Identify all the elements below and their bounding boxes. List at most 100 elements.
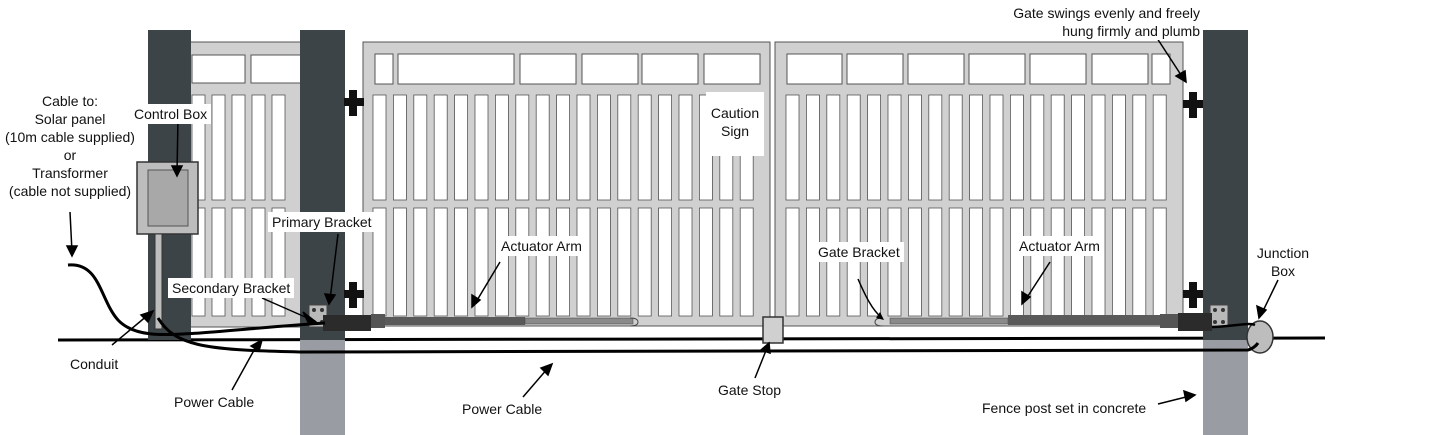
gate-slat [556,207,570,317]
gate-slat [1152,94,1167,201]
gate-slat [1050,94,1065,201]
actuator-arm-right-label: Actuator Arm [1015,236,1104,256]
gate-bracket-label: Gate Bracket [814,242,904,262]
right-gate-leaf [774,41,1184,327]
cable-to-line2: Solar panel [34,111,106,127]
gate-slat [637,207,652,317]
gate-slat [494,94,509,201]
junction-box-line1: Junction [1256,245,1310,261]
gate-top-panel [703,53,761,85]
gate-slat [576,94,591,201]
ground-line [57,336,1326,342]
gate-slat [535,94,550,201]
gate-slat [556,94,570,201]
gate-swings-line1: Gate swings evenly and freely [1013,5,1200,21]
gate-slat [867,207,881,317]
gate-top-panel [846,53,904,85]
actuator-arm-right [874,313,1212,331]
gate-slat [597,207,611,317]
gate-slat [617,207,632,317]
hinge-left-top [344,90,364,116]
gate-slat [908,94,922,201]
gate-slat [785,207,800,317]
gate-slat [969,94,983,201]
gate-top-panel [1151,53,1171,85]
gate-slat [658,94,672,201]
gate-slat [617,94,632,201]
hinge-right-top [1183,92,1203,118]
actuator-arm-left [323,314,639,331]
gate-swings-line2: hung firmly and plumb [1062,23,1200,39]
conduit-cable [156,317,1260,354]
junction-box [1246,320,1274,354]
cable-to-label: Cable to: Solar panel (10m cable supplie… [0,92,140,200]
gate-slat [948,94,963,201]
gate-top-panel [641,53,699,85]
gate-top-panel [1029,53,1087,85]
gate-post-right [1203,30,1248,435]
gate-slat [392,94,407,201]
secondary-bracket-right [1209,304,1229,328]
gate-stop [762,316,784,344]
gate-bracket-pointer-head [876,312,884,320]
gate-slat [806,207,820,317]
gate-slat [454,94,469,201]
gate-slat [989,94,1004,201]
gate-slat [989,207,1004,317]
gate-slat [231,207,246,317]
caution-sign-line1: Caution [710,105,760,121]
gate-slat [719,207,734,317]
gate-slat [1112,94,1126,201]
gate-top-panel [1091,53,1149,85]
gate-slat [535,207,550,317]
gate-slat [826,207,841,317]
gate-top-panel [786,53,843,85]
cable-to-line5: Transformer [32,165,108,181]
power-cable-right [1211,322,1256,329]
gate-slat [887,207,902,317]
gate-slat [867,94,881,201]
actuator-arm-left-label: Actuator Arm [497,236,586,256]
gate-slat [271,94,286,201]
gate-slat [413,207,428,317]
control-box-label: Control Box [130,104,212,124]
gate-slat [474,94,489,201]
gate-slat [433,207,448,317]
gate-slat [1010,94,1024,201]
gate-top-panel [519,53,577,85]
gate-slat [1050,207,1065,317]
gate-slat [1071,207,1085,317]
gate-slat [887,94,902,201]
gate-slat [372,94,387,201]
gate-slat [1030,94,1045,201]
gate-slat [658,207,672,317]
gate-slat [1112,207,1126,317]
gate-slat [826,94,841,201]
primary-bracket-label: Primary Bracket [268,212,376,232]
gate-slat [928,94,943,201]
power-cable-left-label: Power Cable [174,394,255,410]
gate-slat [433,94,448,201]
gate-slat [251,207,266,317]
caution-sign-label: Caution Sign [706,104,764,140]
gate-slat [846,94,861,201]
hinge-right-bottom [1183,282,1203,308]
gate-slat [846,207,861,317]
gate-slat [211,94,226,201]
cable-to-line4: or [63,147,77,163]
gate-stop-label: Gate Stop [718,382,782,398]
gate-slat [1091,207,1106,317]
gate-slat [1152,207,1167,317]
gate-post-left [300,30,345,435]
left-gate-leaf [362,41,771,327]
gate-top-panel [374,53,394,85]
cable-to-line3: (10m cable supplied) [5,129,135,145]
conduit-label: Conduit [70,356,119,372]
gate-slat [928,207,943,317]
gate-slat [678,207,693,317]
gate-slat [637,94,652,201]
gate-slat [597,94,611,201]
hinge-left-bottom [344,282,364,308]
gate-slat [806,94,820,201]
